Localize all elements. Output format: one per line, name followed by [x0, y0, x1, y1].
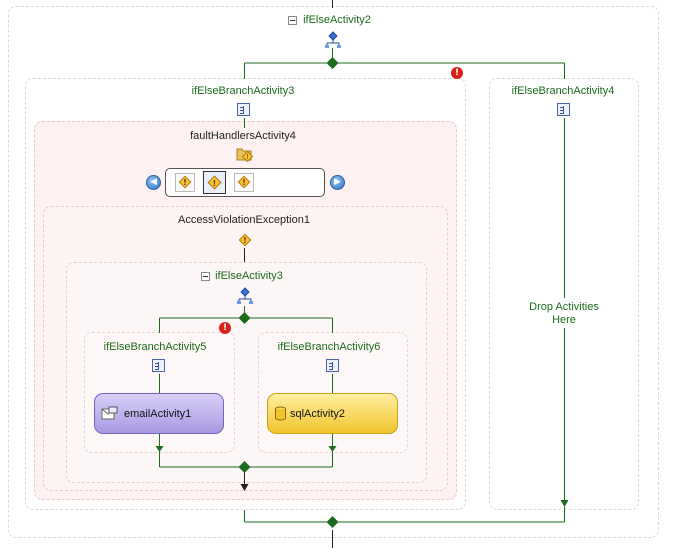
branch-icon: [557, 103, 570, 116]
fault-handler-3-warning-icon[interactable]: !: [234, 173, 254, 192]
access-violation-exception1-title: AccessViolationException1: [178, 214, 310, 226]
fault-handler-2-warning-icon[interactable]: !: [203, 171, 226, 194]
fault-handlers-folder-icon: !: [236, 146, 254, 163]
collapse-ifelse-activity2-button[interactable]: [288, 16, 297, 25]
database-icon: [274, 406, 287, 421]
sql-activity2[interactable]: sqlActivity2: [267, 393, 398, 434]
email-activity1[interactable]: emailActivity1: [94, 393, 224, 434]
sql-activity2-label: sqlActivity2: [290, 407, 346, 420]
ifelse-branch-activity3-container[interactable]: [25, 78, 466, 510]
ifelse-branch-activity5-title: ifElseBranchActivity5: [103, 341, 207, 353]
ifelse-branch-activity3-title: ifElseBranchActivity3: [191, 85, 295, 97]
ifelse-activity2-container[interactable]: [8, 6, 659, 538]
svg-text:!: !: [242, 178, 246, 187]
svg-text:!: !: [246, 153, 249, 161]
scroll-left-button[interactable]: ◀: [146, 175, 161, 190]
collapse-ifelse-activity3-button[interactable]: [201, 272, 210, 281]
error-icon[interactable]: !: [219, 322, 231, 334]
ifelse-activity-icon: [236, 287, 254, 305]
fault-handlers-activity4-title: faultHandlersActivity4: [190, 130, 296, 142]
fault-handler-1-warning-icon[interactable]: !: [175, 173, 195, 192]
svg-text:!: !: [243, 236, 247, 245]
branch-icon: [237, 103, 250, 116]
email-activity-icon: [101, 406, 118, 421]
svg-text:!: !: [213, 179, 217, 188]
scroll-right-button[interactable]: ▶: [330, 175, 345, 190]
ifelse-activity3-title: ifElseActivity3: [215, 270, 283, 282]
ifelse-branch-activity6-title: ifElseBranchActivity6: [277, 341, 381, 353]
drop-activities-hint-line1: Drop Activities: [529, 301, 599, 313]
ifelse-activity-icon: [324, 31, 342, 49]
error-icon[interactable]: !: [451, 67, 463, 79]
exception-warning-icon: !: [237, 232, 253, 248]
ifelse-activity2-title: ifElseActivity2: [303, 14, 371, 26]
ifelse-branch-activity4-title: ifElseBranchActivity4: [511, 85, 615, 97]
drop-activities-hint-line2: Here: [552, 314, 576, 326]
email-activity1-label: emailActivity1: [124, 407, 192, 420]
branch-icon: [326, 359, 339, 372]
branch-icon: [152, 359, 165, 372]
svg-text:!: !: [183, 178, 187, 187]
